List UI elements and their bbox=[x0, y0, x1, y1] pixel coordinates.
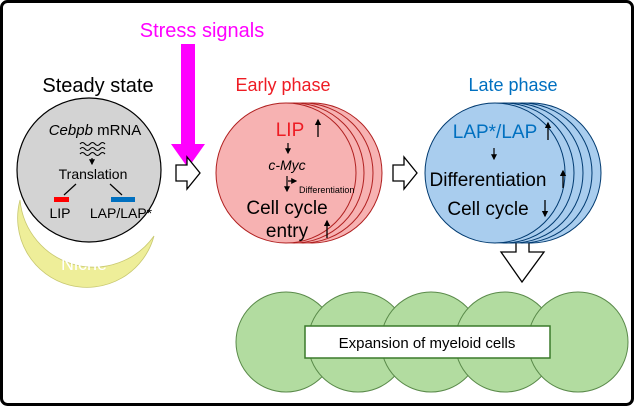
stress-arrow bbox=[171, 44, 205, 168]
translation-branch-right bbox=[109, 183, 123, 196]
late-phase-title: Late phase bbox=[468, 75, 557, 95]
expansion-label-box bbox=[304, 325, 551, 359]
late-to-expansion-arrow bbox=[499, 241, 546, 284]
lip-label: LIP bbox=[49, 205, 70, 221]
expansion-label: Expansion of myeloid cells bbox=[339, 335, 516, 352]
c-myc-label: c-Myc bbox=[268, 157, 305, 173]
mrna-squiggle bbox=[79, 141, 106, 147]
lap-bar bbox=[111, 197, 135, 202]
early-phase-cells bbox=[215, 102, 383, 244]
early-lip-label: LIP bbox=[276, 120, 305, 141]
niche-crescent: Niche bbox=[17, 199, 155, 288]
early-to-late-arrow bbox=[392, 155, 418, 191]
stress-signals-label: Stress signals bbox=[140, 20, 265, 42]
early-differentiation-label: Differentiation bbox=[299, 185, 354, 195]
translation-label: Translation bbox=[59, 166, 128, 182]
late-cell-cycle-label: Cell cycle bbox=[447, 199, 528, 220]
steady-state-title: Steady state bbox=[42, 75, 153, 97]
late-differentiation-label: Differentiation bbox=[430, 170, 547, 191]
steady-state-cell: Cebpb mRNA Translation LIP LAP/LAP* bbox=[16, 97, 162, 243]
steady-to-early-arrow bbox=[175, 155, 201, 191]
niche-label: Niche bbox=[61, 254, 107, 274]
late-lap-label: LAP*/LAP bbox=[453, 122, 538, 143]
translation-branch-left bbox=[63, 183, 77, 196]
early-entry-label: entry bbox=[266, 221, 309, 242]
early-cell-cycle-label: Cell cycle bbox=[246, 198, 327, 219]
lip-bar bbox=[54, 197, 69, 202]
early-phase-title: Early phase bbox=[235, 75, 330, 95]
lap-label: LAP/LAP* bbox=[90, 205, 153, 221]
cebpb-mrna-label: Cebpb mRNA bbox=[49, 122, 142, 139]
